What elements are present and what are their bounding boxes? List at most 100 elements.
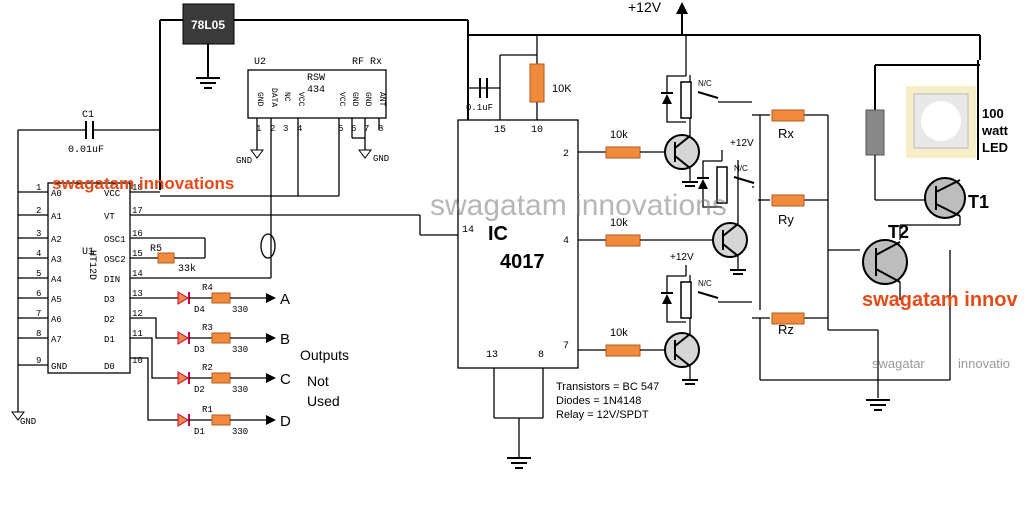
- transistor-t2: [862, 239, 908, 285]
- watermark-gray-2b: innovatio: [958, 356, 1010, 371]
- u2-pin-gnd: GND: [255, 92, 264, 107]
- power-resistor: [865, 109, 885, 156]
- output-arrow: [266, 415, 276, 425]
- u1-right-pin-num: 11: [132, 329, 143, 339]
- rx-label: Rx: [778, 126, 794, 141]
- relay3-supply: +12V: [670, 252, 694, 263]
- u2-type: RF Rx: [352, 57, 382, 68]
- led-res-value: 330: [232, 345, 248, 355]
- regulator-label: 78L05: [191, 18, 225, 32]
- watermark-gray-2a: swagatar: [872, 356, 925, 371]
- relay-contact: [733, 176, 755, 184]
- c1-value: 0.01uF: [68, 145, 104, 156]
- flyback-diode: [698, 179, 708, 189]
- relay-coil: [680, 81, 692, 119]
- note-transistors: Transistors = BC 547: [556, 381, 659, 393]
- base-resistor: [605, 234, 641, 247]
- led-res-value: 330: [232, 385, 248, 395]
- ic-label-line2: 4017: [500, 251, 545, 273]
- diode-wire: [702, 189, 722, 208]
- led-indicator: [177, 371, 189, 385]
- relay-nc-label: N/C: [734, 164, 748, 173]
- u2-pin-nc: NC: [282, 92, 291, 102]
- relay-contact: [697, 91, 719, 99]
- load-ground-symbol: [866, 399, 890, 411]
- led-load-line3: LED: [982, 140, 1008, 155]
- transistor-emitter: [674, 353, 691, 367]
- u1-left-pin-label: A7: [51, 335, 62, 345]
- u1-right-pin-label: D0: [104, 362, 115, 372]
- led-res-ref: R1: [202, 405, 213, 415]
- c1-gap: [86, 120, 94, 140]
- diode-wire: [666, 75, 686, 93]
- darlington-wires: [877, 216, 961, 398]
- ry-label: Ry: [778, 212, 794, 227]
- u1-right-pin-num: 17: [132, 206, 143, 216]
- u1-left-pin-label: A3: [51, 255, 62, 265]
- base-res-value: 10k: [610, 129, 628, 141]
- ic-pin-14: 14: [462, 225, 474, 236]
- u2-pin-ant: ANT: [377, 92, 386, 107]
- u1-left-pin-label: A6: [51, 315, 62, 325]
- output-label: D: [280, 413, 291, 430]
- led-feed-wire: [130, 357, 178, 421]
- u2-ref: U2: [254, 57, 266, 68]
- transistor-t1: [924, 177, 966, 219]
- c2-value: 0.1uF: [466, 103, 493, 113]
- led-res-ref: R4: [202, 283, 213, 293]
- ic-ground-symbol: [507, 457, 531, 469]
- u1-right-pin-label: D3: [104, 295, 115, 305]
- led-res-ref: R2: [202, 363, 213, 373]
- base-resistor: [605, 344, 641, 357]
- u1-left-pin-label: A0: [51, 189, 62, 199]
- r5-ref: R5: [150, 244, 162, 255]
- u2-pin-data: DATA: [269, 88, 278, 107]
- u1-left-pin-num: 7: [36, 309, 41, 319]
- t2-label: T2: [888, 222, 909, 242]
- note-diodes: Diodes = 1N4148: [556, 395, 641, 407]
- u1-part: HT12D: [86, 250, 97, 280]
- relay-contact: [697, 291, 719, 299]
- u2-gnd-symbol-2: [358, 149, 372, 159]
- transistor-collector: [674, 135, 691, 149]
- ic-4017: [457, 119, 579, 369]
- ic-pin-10: 10: [531, 125, 543, 136]
- base-res-value: 10k: [610, 217, 628, 229]
- flyback-diode: [662, 94, 672, 104]
- u1-left-pin-num: 1: [36, 183, 41, 193]
- ic-pin-2: 2: [563, 149, 569, 160]
- driver-ground: [730, 269, 746, 275]
- ic-pin-8: 8: [538, 350, 544, 361]
- u1-right-pin-label: OSC2: [104, 255, 126, 265]
- led-resistor: [211, 372, 231, 384]
- resistor-rz: [771, 312, 805, 325]
- led-resistor: [211, 332, 231, 344]
- u2-rf-receiver: [247, 69, 387, 119]
- led-ref: D3: [194, 345, 205, 355]
- u1-left-pin-label: A1: [51, 212, 62, 222]
- u2-num: 2: [270, 124, 275, 134]
- led-feed-wire: [130, 337, 178, 379]
- u1-left-pin-num: 5: [36, 269, 41, 279]
- u1-left-pin-num: 8: [36, 329, 41, 339]
- watermark-red-2: swagatam innov: [862, 289, 1018, 311]
- rxyz-wires: [752, 114, 950, 381]
- led-res-ref: R3: [202, 323, 213, 333]
- u1-left-pin-num: 3: [36, 229, 41, 239]
- r10k-value: 10K: [552, 83, 572, 95]
- u1-right-pin-num: 12: [132, 309, 143, 319]
- driver-ground: [682, 181, 698, 187]
- base-resistor: [605, 146, 641, 159]
- r10k-top: [529, 63, 545, 103]
- u2-pin-gnd3: GND: [363, 92, 372, 107]
- u2-part: RSW: [307, 73, 325, 84]
- rz-label: Rz: [778, 322, 794, 337]
- u1-right-pin-num: 13: [132, 289, 143, 299]
- led-res-value: 330: [232, 427, 248, 437]
- u1-right-pin-num: 10: [132, 356, 143, 366]
- u1-right-pin-label: VT: [104, 212, 115, 222]
- u1-left-pin-num: 6: [36, 289, 41, 299]
- u2-num: 4: [297, 124, 302, 134]
- led-resistor: [211, 292, 231, 304]
